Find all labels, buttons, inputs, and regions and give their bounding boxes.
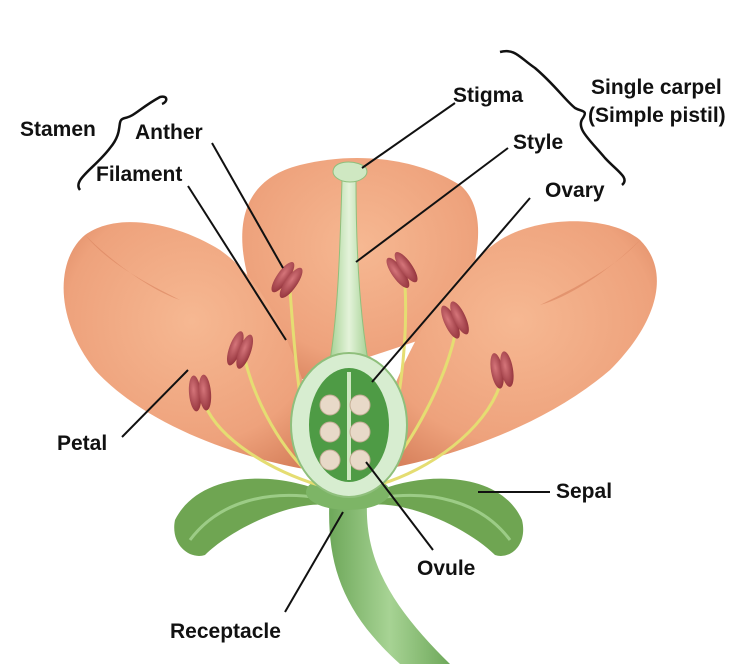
leader-receptacle [284, 511, 344, 613]
label-ovary: Ovary [545, 179, 605, 202]
anther [490, 351, 514, 389]
label-ovule: Ovule [417, 557, 476, 580]
anther [386, 251, 418, 289]
label-anther: Anther [135, 121, 203, 144]
petal-left [63, 222, 321, 470]
label-sepal: Sepal [556, 480, 613, 503]
ovule [349, 394, 371, 416]
anther [441, 301, 469, 339]
stigma [332, 161, 368, 183]
ovule [319, 421, 341, 443]
ovule [349, 421, 371, 443]
leader-stigma [361, 102, 456, 169]
ovule [349, 449, 371, 471]
sepal-right-highlight [377, 493, 512, 541]
anther [271, 261, 303, 299]
filament [203, 404, 319, 487]
leader-lines [121, 102, 550, 613]
sepal-right [368, 478, 524, 556]
petal-right [375, 221, 657, 470]
leader-style [355, 147, 509, 263]
leader-ovary [371, 197, 531, 383]
leader-ovule [365, 461, 434, 551]
ovule [319, 449, 341, 471]
ovule [319, 394, 341, 416]
label-style: Style [513, 131, 564, 154]
anther [226, 331, 254, 369]
label-single-carpel: Single carpel [591, 76, 722, 99]
label-petal: Petal [57, 432, 108, 455]
label-simple-pistil: (Simple pistil) [588, 104, 726, 127]
label-stigma: Stigma [453, 84, 524, 107]
carpel-bracket [499, 49, 626, 186]
leader-petal [121, 369, 189, 438]
label-stamen: Stamen [20, 118, 96, 141]
ovules [319, 394, 371, 471]
filament [377, 384, 502, 487]
stem [329, 490, 450, 664]
stamen-bracket [77, 95, 168, 191]
anther [188, 374, 212, 412]
label-receptacle: Receptacle [170, 620, 281, 643]
sepal-left-highlight [188, 493, 321, 541]
leader-anther [211, 142, 284, 269]
label-filament: Filament [96, 163, 183, 186]
sepal-left [174, 478, 330, 556]
leader-filament [187, 185, 287, 341]
